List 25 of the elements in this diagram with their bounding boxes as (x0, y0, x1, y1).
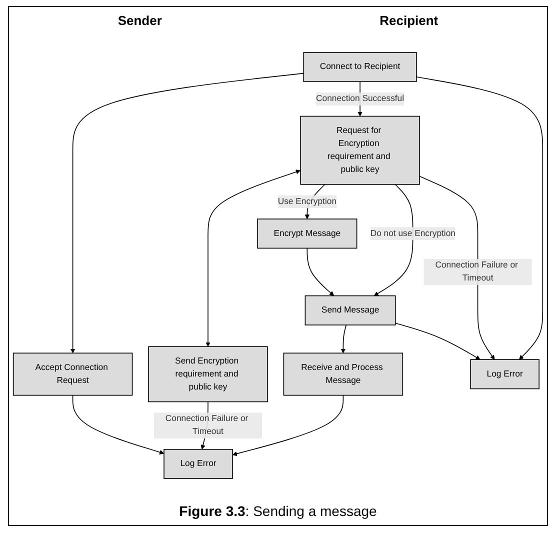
arrow (340, 324, 347, 354)
arrow (232, 394, 344, 456)
node-box: Send Encryption requirement and public key (148, 346, 268, 402)
column-heading: Recipient (380, 13, 438, 28)
edge-label: Connection Successful (316, 94, 404, 104)
edge-label: Do not use Encryption (370, 228, 456, 238)
arrow (394, 322, 480, 360)
arrow (206, 170, 301, 347)
edge-label: Connection Failure or Timeout (165, 414, 248, 436)
edge-label: Connection Failure or Timeout (435, 260, 518, 283)
node-box: Log Error (164, 448, 233, 479)
arrow (72, 394, 164, 454)
arrow (306, 248, 334, 296)
node-box: Request for Encryption requirement and public key (300, 116, 420, 185)
node-box: Log Error (470, 359, 540, 390)
figure-caption: Figure 3.3: Sending a message (179, 503, 377, 519)
arrow (374, 184, 414, 296)
node-box: Connect to Recipient (303, 52, 417, 82)
edge-label: Use Encryption (278, 196, 337, 206)
node-box: Send Message (304, 295, 396, 326)
node-box: Receive and Process Message (283, 352, 404, 396)
node-box: Accept Connection Request (12, 352, 133, 396)
column-heading: Sender (118, 13, 162, 28)
arrow (70, 72, 304, 354)
node-box: Encrypt Message (257, 218, 358, 249)
